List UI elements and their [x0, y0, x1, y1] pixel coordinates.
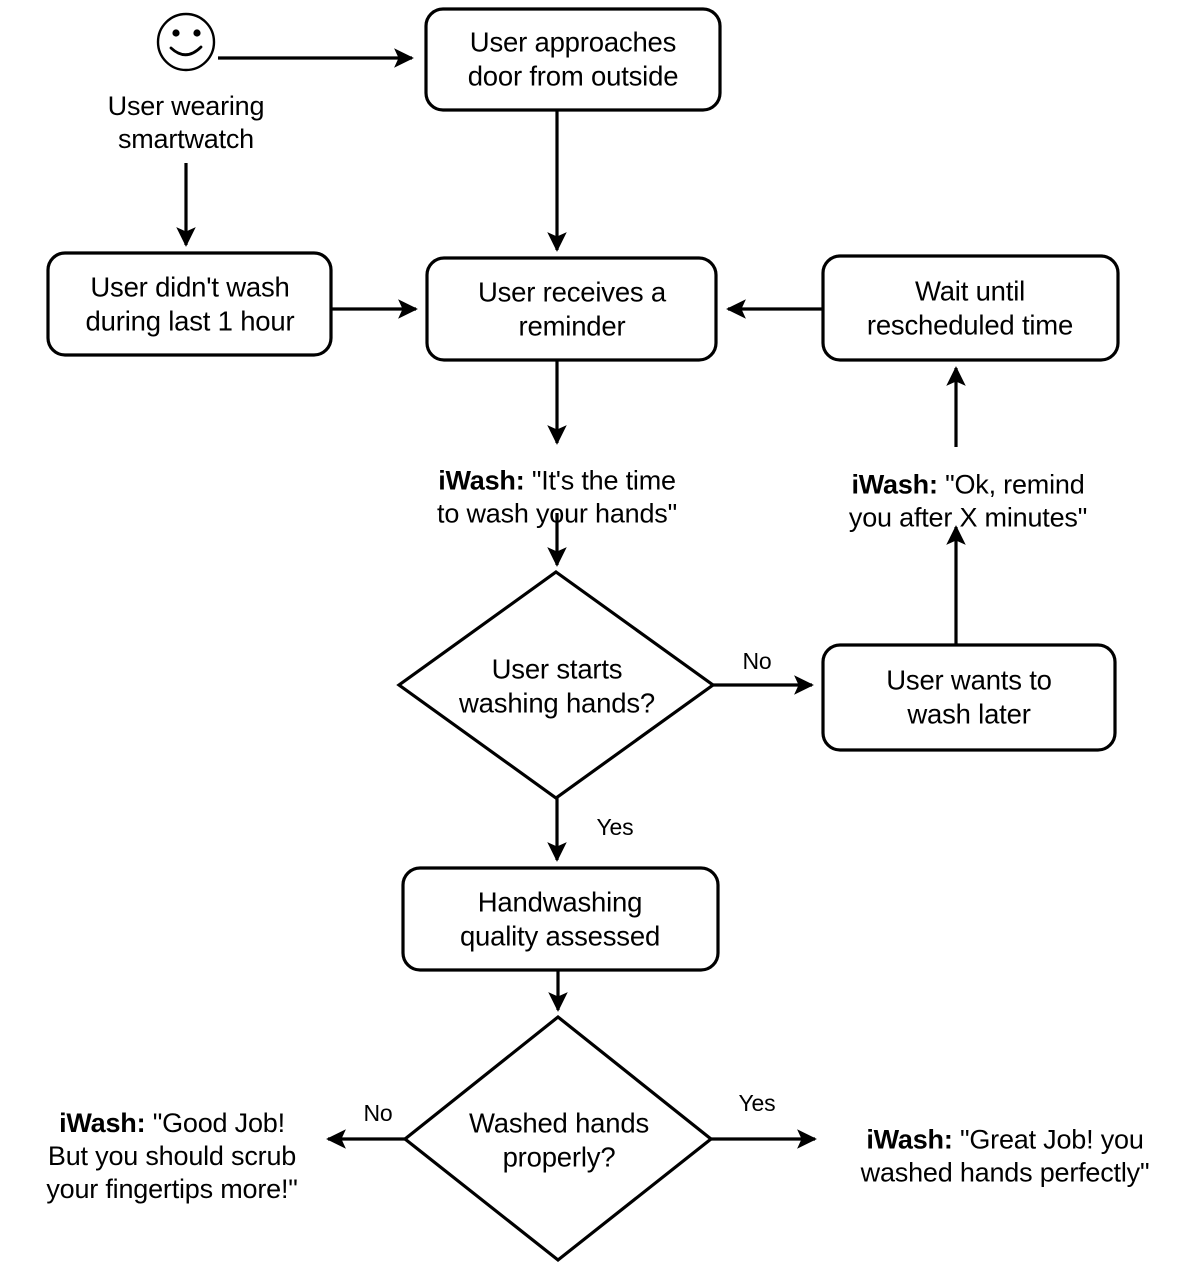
speech-time-to-wash: iWash: "It's the time to wash your hands… — [392, 432, 722, 531]
decision-label-washed-properly: Washed hands properly? — [468, 1107, 650, 1172]
speech-speaker-great-job: iWash: — [866, 1124, 953, 1155]
speech-great-job: iWash: "Great Job! you washed hands perf… — [830, 1091, 1180, 1190]
node-receives-reminder — [425, 256, 718, 362]
node-quality-assessed — [401, 866, 720, 972]
decision-label-starts-washing: User starts washing hands? — [459, 653, 655, 718]
edge-label-washed-properly-yes: Yes — [738, 1089, 776, 1116]
speech-speaker-good-job: iWash: — [59, 1108, 146, 1139]
speech-remind-later: iWash: "Ok, remind you after X minutes" — [803, 436, 1133, 535]
smiley-face-icon — [156, 12, 216, 72]
edge-label-starts-washing-yes: Yes — [596, 813, 634, 840]
speech-speaker-remind-later: iWash: — [851, 469, 938, 500]
edge-label-washed-properly-no: No — [363, 1099, 393, 1126]
speech-message-remind-later: "Ok, remind you after X minutes" — [848, 469, 1088, 533]
node-label-quality-assessed: Handwashing quality assessed — [459, 886, 661, 951]
node-label-no-wash-1-hour: User didn't wash during last 1 hour — [85, 271, 295, 336]
decision-washed-properly — [402, 1014, 714, 1263]
speech-message-great-job: "Great Job! you washed hands perfectly" — [860, 1124, 1150, 1188]
node-no-wash-1-hour — [46, 251, 333, 357]
speech-good-job: iWash: "Good Job! But you should scrub y… — [2, 1074, 342, 1206]
speech-message-good-job: "Good Job! But you should scrub your fin… — [46, 1108, 298, 1204]
edge-label-starts-washing-no: No — [742, 647, 772, 674]
node-label-wait-rescheduled: Wait until rescheduled time — [866, 275, 1074, 340]
node-wants-wash-later — [821, 643, 1117, 752]
node-label-receives-reminder: User receives a reminder — [477, 276, 667, 341]
node-label-wants-wash-later: User wants to wash later — [886, 664, 1052, 729]
speech-message-time-to-wash: "It's the time to wash your hands" — [437, 465, 677, 529]
node-approach-door — [424, 7, 722, 112]
actor-caption: User wearing smartwatch — [107, 91, 265, 154]
speech-speaker-time-to-wash: iWash: — [438, 465, 525, 496]
node-label-approach-door: User approaches door from outside — [467, 26, 679, 91]
